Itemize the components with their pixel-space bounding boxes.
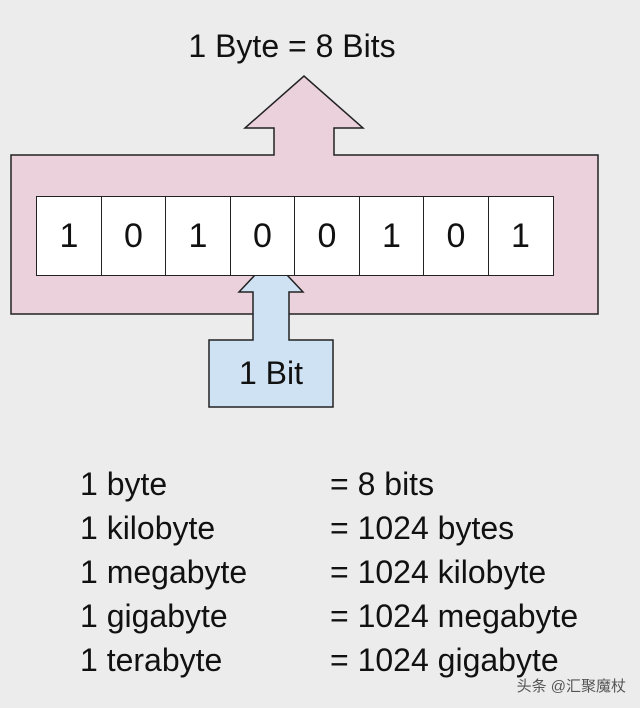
- conversion-row: 1 kilobyte = 1024 bytes: [80, 506, 578, 550]
- byte-frame-arrow: [10, 75, 599, 315]
- conversion-unit: 1 megabyte: [80, 554, 248, 590]
- conversion-row: 1 byte = 8 bits: [80, 462, 578, 506]
- conversion-value: = 8 bits: [330, 466, 435, 502]
- conversion-table: 1 byte = 8 bits 1 kilobyte = 1024 bytes …: [80, 462, 578, 682]
- bit-cell-4: 0: [229, 196, 296, 276]
- watermark: 头条 @汇聚魔杖: [516, 678, 626, 695]
- conversion-unit: 1 terabyte: [80, 642, 223, 678]
- conversion-value: = 1024 gigabyte: [330, 642, 559, 678]
- bit-pointer-arrow: [208, 256, 334, 408]
- bit-cell-2: 0: [100, 196, 167, 276]
- conversion-value: = 1024 bytes: [330, 510, 515, 546]
- conversion-value: = 1024 kilobyte: [330, 554, 547, 590]
- single-bit-label: 1 Bit: [238, 355, 304, 391]
- bit-cell-7: 0: [423, 196, 489, 276]
- bit-cell-1: 1: [36, 196, 102, 276]
- conversion-row: 1 terabyte = 1024 gigabyte: [80, 638, 578, 682]
- byte-equals-bits-label: 1 Byte = 8 Bits: [188, 28, 396, 64]
- conversion-unit: 1 gigabyte: [80, 598, 228, 634]
- bit-cell-5: 0: [294, 196, 360, 276]
- conversion-value: = 1024 megabyte: [330, 598, 579, 634]
- conversion-row: 1 gigabyte = 1024 megabyte: [80, 594, 578, 638]
- conversion-unit: 1 kilobyte: [80, 510, 216, 546]
- bit-cells-row: 1 0 1 0 0 1 0 1: [36, 196, 554, 276]
- bit-cell-6: 1: [358, 196, 425, 276]
- bit-cell-3: 1: [165, 196, 231, 276]
- conversion-unit: 1 byte: [80, 466, 168, 502]
- conversion-row: 1 megabyte = 1024 kilobyte: [80, 550, 578, 594]
- bit-cell-8: 1: [487, 196, 554, 276]
